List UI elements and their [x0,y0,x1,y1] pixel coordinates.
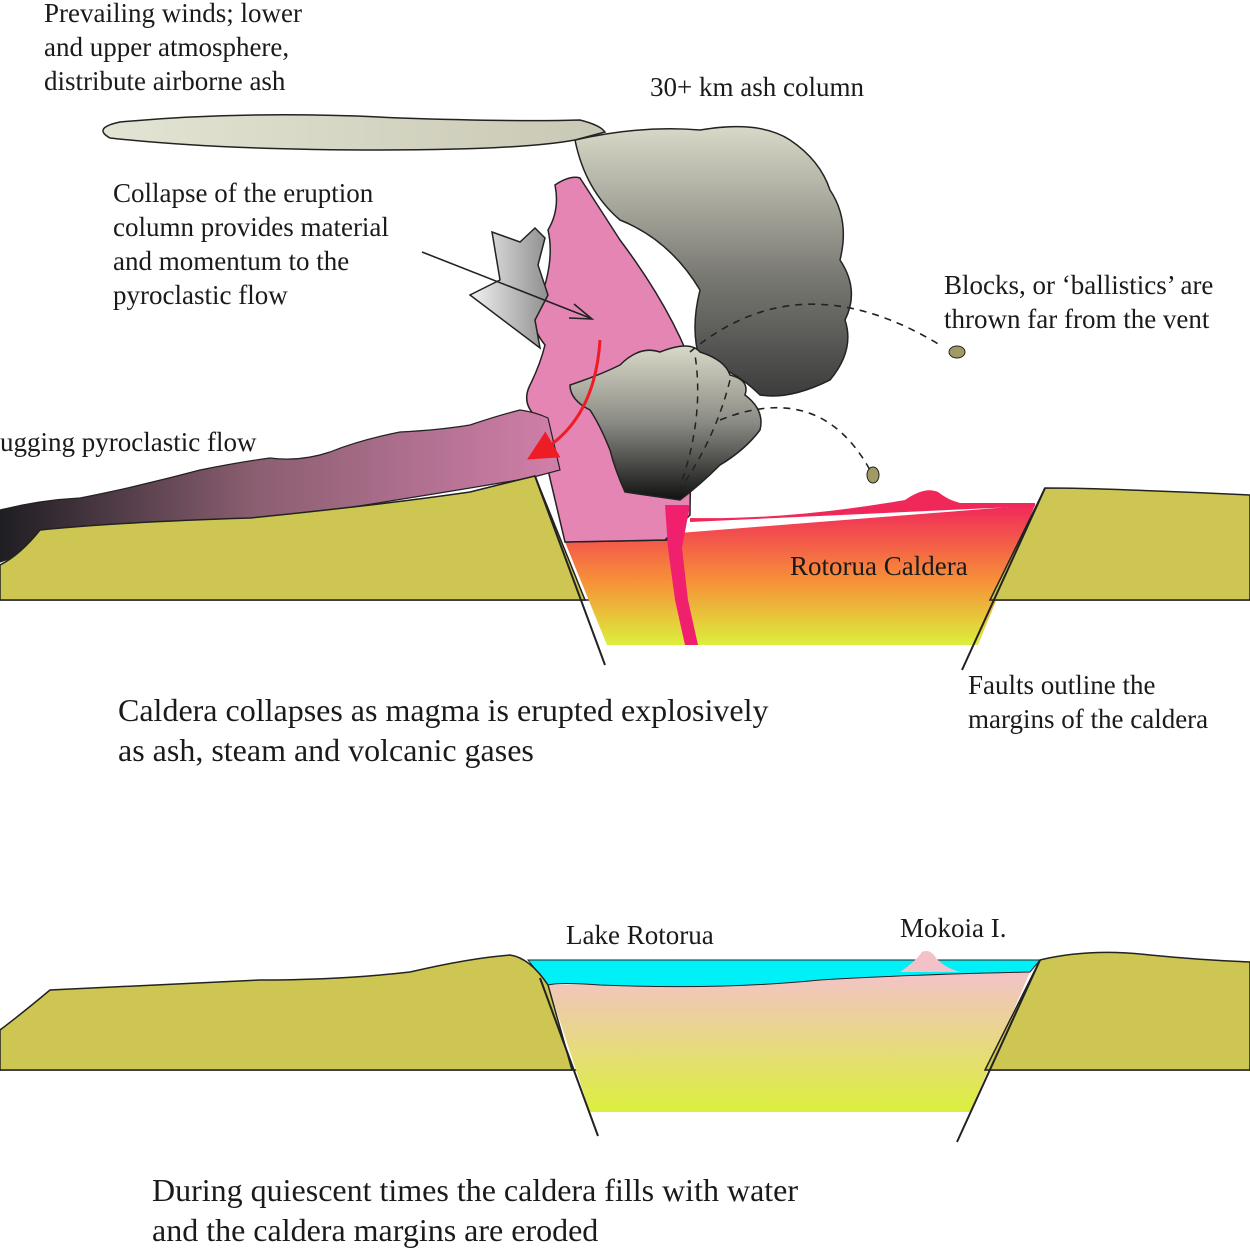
caldera-name-label: Rotorua Caldera [790,551,968,581]
umbrella-cloud [102,114,607,151]
land-right-bottom [983,951,1250,1071]
mokoia-island [900,950,960,972]
ballistics-label: Blocks, or ‘ballistics’ are thrown far f… [944,268,1213,336]
collapse-label-line: Collapse of the eruption [113,178,374,208]
collapse-label-line: column provides material [113,212,389,242]
land-left-bottom [0,954,573,1071]
winds-label: Prevailing winds; lower and upper atmosp… [44,0,302,98]
eruption-caption: Caldera collapses as magma is erupted ex… [118,690,768,770]
ballistic-block-upper [948,345,966,359]
collapse-fan [468,226,549,350]
fault-left-bottom [539,977,599,1137]
ballistic-path-vent-a [677,354,699,493]
collapse-label-line: and momentum to the [113,246,350,276]
ash-column-label: 30+ km ash column [650,72,864,102]
ballistic-block-lower [866,466,880,484]
faults-label-line: margins of the caldera [968,704,1209,734]
winds-label-line: and upper atmosphere, [44,32,290,62]
magma-surface [690,490,1035,522]
quiescent-caption: During quiescent times the caldera fills… [152,1170,798,1250]
pyroclastic-flow-label: ugging pyroclastic flow [0,427,257,457]
quiescent-caption-line: During quiescent times the caldera fills… [152,1172,799,1208]
island-label: Mokoia I. [900,913,1007,943]
flow-direction-arrow [527,339,602,460]
lake-sediment [548,972,1030,1112]
lake-label: Lake Rotorua [566,920,714,950]
ballistic-path-vent-b [677,379,731,493]
ballistics-label-line: thrown far from the vent [944,304,1210,334]
land-left-top [0,475,587,601]
eruption-caption-line: Caldera collapses as magma is erupted ex… [118,692,769,728]
ash-column [574,125,853,397]
faults-label: Faults outline the margins of the calder… [968,668,1208,736]
faults-label-line: Faults outline the [968,670,1156,700]
quiescent-caption-line: and the caldera margins are eroded [152,1212,599,1248]
eruption-caption-line: as ash, steam and volcanic gases [118,732,534,768]
ballistics-label-line: Blocks, or ‘ballistics’ are [944,270,1214,300]
vent-cloud [569,345,762,501]
collapse-pointer-head [568,303,595,320]
collapse-label: Collapse of the eruption column provides… [113,176,389,312]
winds-label-line: Prevailing winds; lower [44,0,302,28]
land-right-top [988,487,1250,601]
winds-label-line: distribute airborne ash [44,66,286,96]
collapse-pointer [421,251,591,319]
magma-conduit [665,505,698,645]
fault-left-top [534,475,606,666]
collapse-label-line: pyroclastic flow [113,280,288,310]
fault-right-top [961,487,1046,671]
fault-right-bottom [956,959,1041,1143]
